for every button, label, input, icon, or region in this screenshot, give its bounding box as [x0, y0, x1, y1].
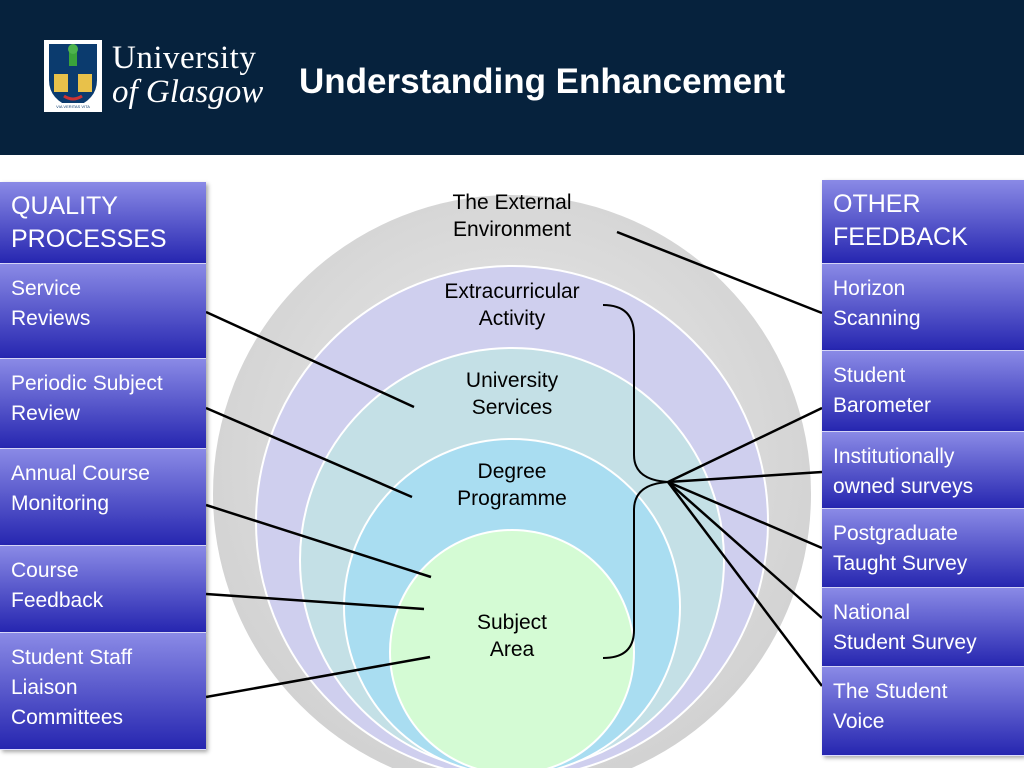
quality-process-header: QUALITY PROCESSES — [0, 182, 206, 264]
logo-motto: VIA VERITAS VITA — [56, 104, 90, 109]
other-feedback-item-text: Horizon — [833, 277, 906, 300]
university-logo[interactable]: VIA VERITAS VITA University of Glasgow — [44, 40, 279, 116]
quality-process-item-text: Committees — [11, 706, 124, 729]
logo-name-line1: University — [112, 40, 257, 76]
extracurricular-activity-label: Activity — [479, 307, 546, 330]
connector-line — [667, 480, 823, 550]
university-services-label: University — [466, 369, 559, 392]
other-feedback-item-text: Taught Survey — [833, 552, 968, 575]
degree-programme-label: Programme — [457, 487, 567, 510]
quality-process-item-text: Service — [11, 277, 82, 300]
other-feedback-item-text: Student Survey — [833, 631, 977, 654]
quality-process-item-text: Course — [11, 559, 79, 582]
external-environment-label: The External — [452, 191, 571, 214]
subject-area-circle — [389, 529, 635, 768]
other-feedback-item-text: Barometer — [833, 394, 932, 417]
connector-line — [205, 406, 413, 499]
quality-process-item-text: Reviews — [11, 307, 91, 330]
connector-line — [667, 470, 823, 484]
other-feedback-item-text: owned surveys — [833, 475, 974, 498]
other-feedback-header-text: FEEDBACK — [833, 223, 968, 251]
header-bar: VIA VERITAS VITA University of Glasgow U… — [0, 0, 1024, 155]
other-feedback-item-text: National — [833, 601, 911, 624]
other-feedback-item-text: The Student — [833, 680, 948, 703]
other-feedback-item: Institutionally owned surveys — [822, 432, 1024, 509]
quality-process-item-text: Student Staff — [11, 646, 133, 669]
connector-line — [205, 592, 425, 611]
quality-process-item-text: Annual Course — [11, 462, 150, 485]
other-feedback-item-text: Scanning — [833, 307, 921, 330]
other-feedback-header: OTHER FEEDBACK — [822, 180, 1024, 264]
quality-process-header-text: PROCESSES — [11, 225, 167, 253]
quality-process-item-text: Periodic Subject — [11, 372, 163, 395]
connector-line — [616, 230, 823, 315]
logo-name-line2: of Glasgow — [112, 74, 264, 110]
external-environment-label: Environment — [453, 218, 571, 241]
subject-area-label: Area — [490, 638, 535, 661]
other-feedback-header-text: OTHER — [833, 190, 921, 218]
other-feedback-item-text: Postgraduate — [833, 522, 958, 545]
quality-process-item-text: Review — [11, 402, 80, 425]
other-feedback-item-text: Institutionally — [833, 445, 955, 468]
quality-process-item-text: Monitoring — [11, 492, 110, 515]
subject-area-label: Subject — [477, 611, 547, 634]
connector-line — [667, 481, 823, 619]
grouping-brace — [602, 304, 669, 659]
other-feedback-item-text: Student — [833, 364, 906, 387]
connector-line — [205, 655, 431, 699]
university-services-label: Services — [472, 396, 553, 419]
other-feedback-item-text: Voice — [833, 710, 885, 733]
slide-title: Understanding Enhancement — [299, 62, 786, 101]
quality-process-header-text: QUALITY — [11, 192, 118, 220]
quality-process-item-text: Feedback — [11, 589, 104, 612]
quality-process-item-text: Liaison — [11, 676, 78, 699]
degree-programme-label: Degree — [478, 460, 547, 483]
crest-icon: VIA VERITAS VITA — [44, 40, 102, 112]
enhancement-diagram: The ExternalEnvironmentExtracurricularAc… — [205, 191, 823, 768]
connector-line — [667, 406, 823, 484]
connector-line — [205, 310, 415, 409]
extracurricular-activity-label: Extracurricular — [444, 280, 579, 303]
connector-line — [667, 481, 823, 687]
connector-line — [205, 503, 432, 579]
